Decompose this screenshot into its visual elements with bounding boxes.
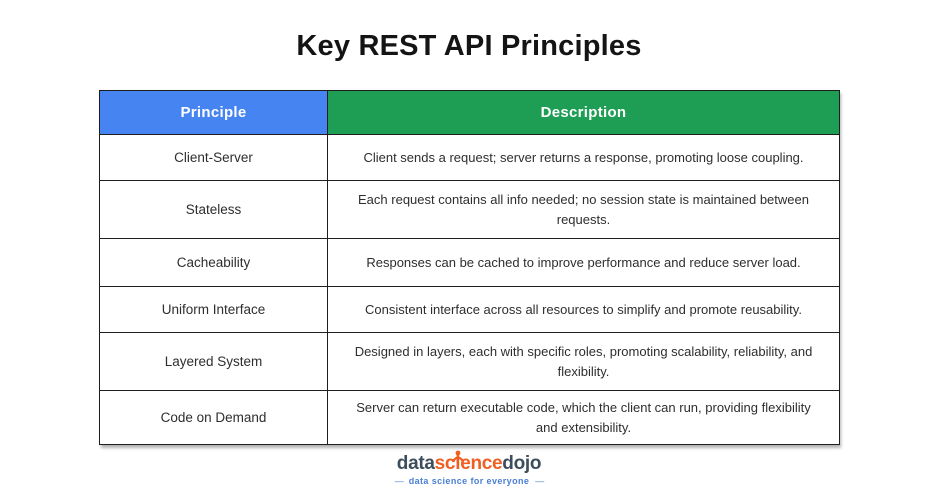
description-cell: Consistent interface across all resource… <box>327 286 840 333</box>
column-header-principle: Principle <box>99 90 328 135</box>
principles-table: Principle Description Client-Server Clie… <box>99 90 840 445</box>
description-text: Each request contains all info needed; n… <box>358 192 809 227</box>
description-cell: Responses can be cached to improve perfo… <box>327 238 840 287</box>
table-row: Layered System Designed in layers, each … <box>99 332 840 391</box>
tagline-dash-right: — <box>535 475 544 486</box>
principle-cell: Layered System <box>99 332 328 391</box>
description-text: Client sends a request; server returns a… <box>363 149 804 165</box>
principle-cell: Stateless <box>99 180 328 239</box>
column-header-description: Description <box>327 90 840 135</box>
logo-text-science-i: i <box>455 453 461 474</box>
description-text: Designed in layers, each with specific r… <box>354 344 813 379</box>
description-cell: Server can return executable code, which… <box>327 390 840 445</box>
description-text: Server can return executable code, which… <box>356 400 811 435</box>
table-row: Code on Demand Server can return executa… <box>99 390 840 445</box>
tagline-dash-left: — <box>394 475 404 486</box>
tagline-text: data science for everyone <box>408 475 530 486</box>
logo-text-dojo: dojo <box>502 453 542 474</box>
principles-table-container: Principle Description Client-Server Clie… <box>99 90 840 445</box>
table-row: Client-Server Client sends a request; se… <box>99 134 840 181</box>
table-row: Stateless Each request contains all info… <box>99 180 840 239</box>
table-header-row: Principle Description <box>99 90 840 135</box>
logo-text-science-pre: sc <box>434 453 456 474</box>
principle-cell: Client-Server <box>99 134 328 181</box>
person-icon <box>451 446 464 467</box>
table-row: Cacheability Responses can be cached to … <box>99 238 840 287</box>
logo-tagline: — data science for everyone — <box>394 475 545 486</box>
principle-cell: Cacheability <box>99 238 328 287</box>
description-cell: Each request contains all info needed; n… <box>327 180 840 239</box>
logo-text-data: data <box>396 453 435 474</box>
page-title: Key REST API Principles <box>296 30 642 62</box>
description-text: Responses can be cached to improve perfo… <box>366 254 801 270</box>
principle-cell: Code on Demand <box>99 390 328 445</box>
table-row: Uniform Interface Consistent interface a… <box>99 286 840 333</box>
logo-text-science-post: ence <box>460 453 503 474</box>
principle-cell: Uniform Interface <box>99 286 328 333</box>
description-cell: Client sends a request; server returns a… <box>327 134 840 181</box>
description-text: Consistent interface across all resource… <box>365 301 802 317</box>
logo-letter-i: i <box>451 450 464 475</box>
description-cell: Designed in layers, each with specific r… <box>327 332 840 391</box>
